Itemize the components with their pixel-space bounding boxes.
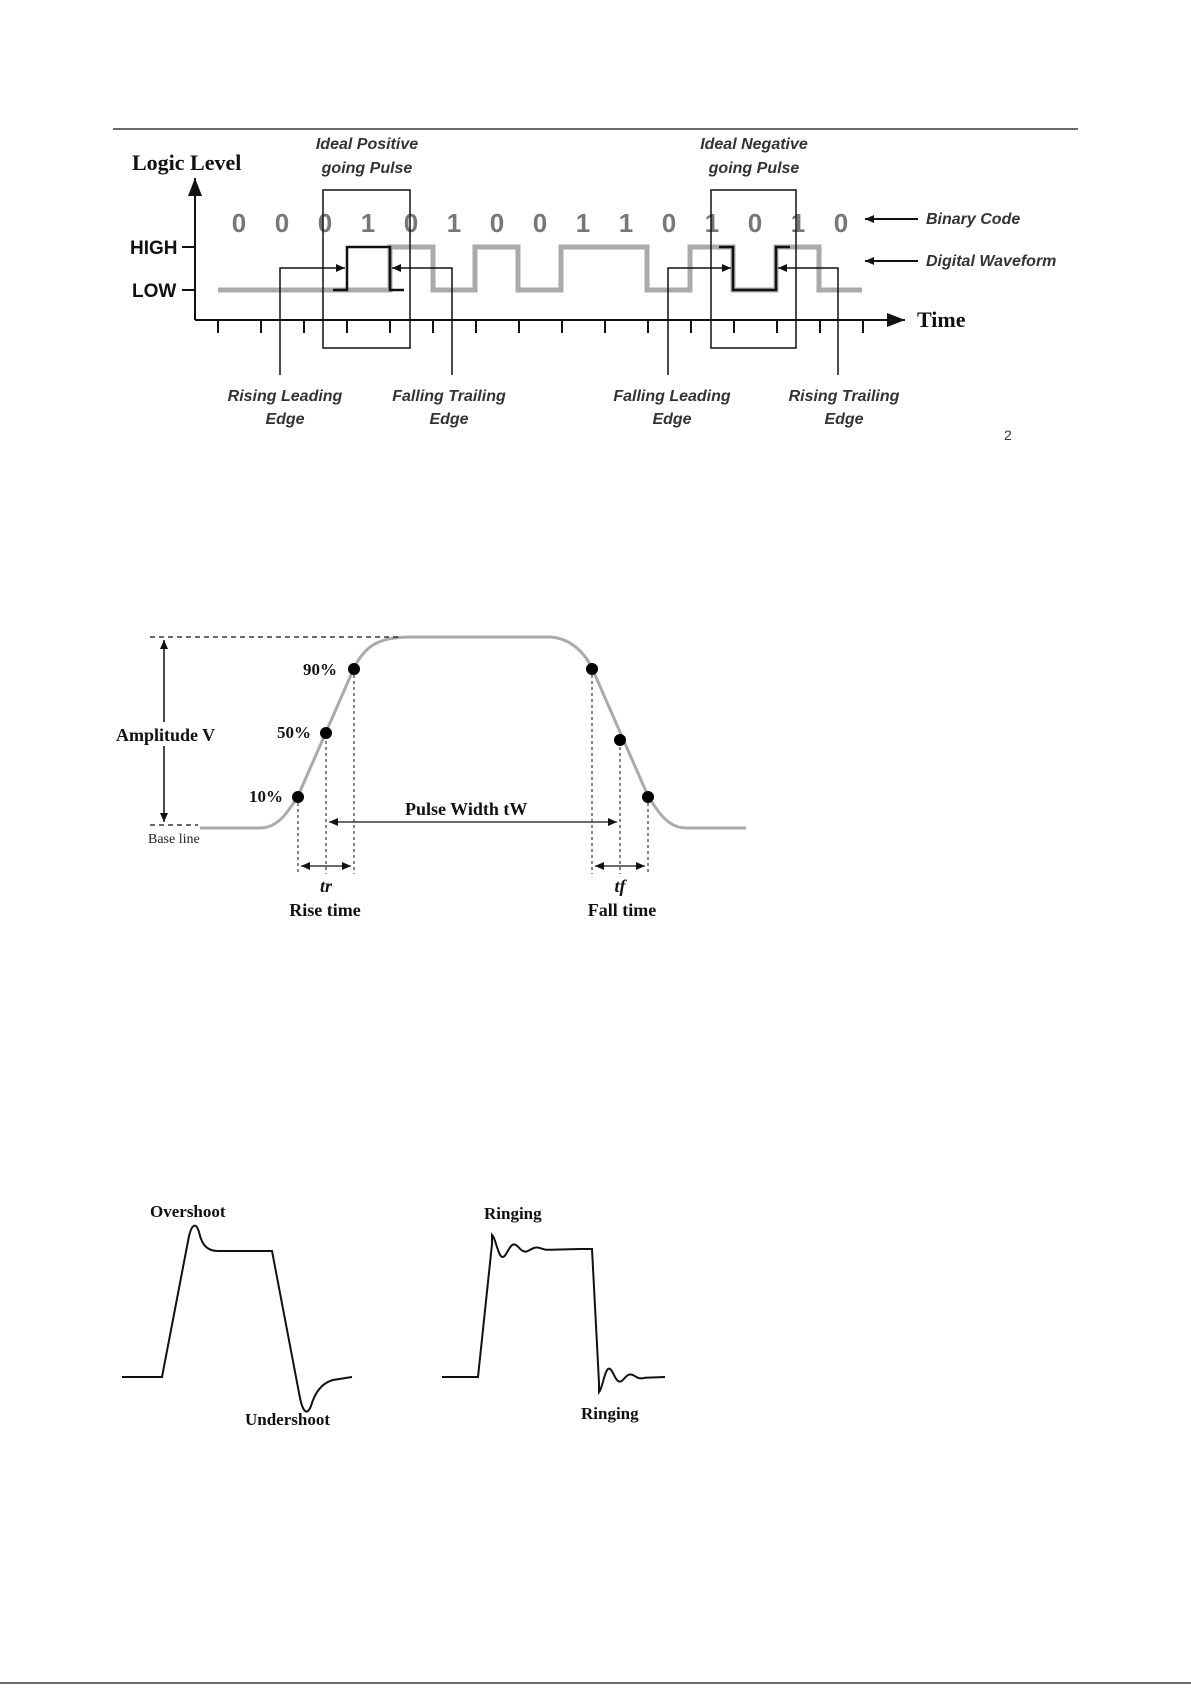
binary-bit: 0	[662, 208, 676, 238]
negative-pulse-label-1: Ideal Negative	[700, 136, 808, 153]
page-mark: 2	[1004, 427, 1012, 443]
point-10-fall	[642, 791, 654, 803]
negative-pulse-label-2: going Pulse	[708, 160, 800, 177]
rising-trailing-pointer	[778, 264, 839, 375]
rising-trailing-label-1: Rising Trailing	[789, 388, 900, 405]
falling-leading-label-2: Edge	[652, 411, 691, 428]
ideal-negative-pulse	[719, 245, 790, 292]
low-label: LOW	[132, 281, 176, 302]
positive-pulse-label-2: going Pulse	[321, 160, 413, 177]
ringing-top-label: Ringing	[484, 1204, 542, 1223]
ringing-bottom-label: Ringing	[581, 1404, 639, 1423]
binary-bit: 1	[447, 208, 461, 238]
point-90-rise	[348, 663, 360, 675]
overshoot-label: Overshoot	[150, 1202, 226, 1221]
pulse-waveform-line	[200, 635, 746, 830]
point-50-rise	[320, 727, 332, 739]
falling-leading-pointer	[667, 264, 731, 375]
label-10-percent: 10%	[249, 787, 283, 806]
binary-bit: 0	[404, 208, 418, 238]
positive-pulse-box	[322, 189, 411, 349]
time-ticks	[217, 320, 864, 333]
amplitude-label-bg	[112, 722, 234, 746]
digital-waveform-label: Digital Waveform	[926, 253, 1056, 270]
binary-bit: 1	[619, 208, 633, 238]
binary-bit: 1	[705, 208, 719, 238]
overshoot-ringing-figure: Overshoot Undershoot Ringing Ringing	[122, 1202, 666, 1429]
binary-bit: 0	[275, 208, 289, 238]
binary-bit: 0	[232, 208, 246, 238]
baseline-label: Base line	[148, 832, 200, 847]
negative-pulse-box	[710, 189, 797, 349]
falling-trailing-pointer	[392, 264, 453, 375]
ideal-positive-pulse	[333, 245, 404, 292]
falling-trailing-label-2: Edge	[429, 411, 468, 428]
positive-pulse-label-1: Ideal Positive	[316, 136, 418, 153]
undershoot-label: Undershoot	[245, 1410, 330, 1429]
point-90-fall	[586, 663, 598, 675]
logic-level-label: Logic Level	[132, 150, 241, 175]
pulse-width-label: Pulse Width tW	[405, 799, 527, 819]
falling-trailing-label-1: Falling Trailing	[392, 388, 506, 405]
binary-bit: 1	[361, 208, 375, 238]
binary-bit: 0	[318, 208, 332, 238]
tf-label: tf	[615, 876, 628, 896]
binary-bit: 0	[748, 208, 762, 238]
binary-bit: 1	[791, 208, 805, 238]
overshoot-waveform	[122, 1224, 353, 1413]
high-label: HIGH	[130, 238, 178, 259]
rising-leading-label-1: Rising Leading	[228, 388, 343, 405]
falling-leading-label-1: Falling Leading	[613, 388, 731, 405]
label-50-percent: 50%	[277, 723, 311, 742]
pulse-parameters-figure: Amplitude V Base line 90% 50% 10% Pulse …	[112, 635, 746, 920]
binary-bit: 0	[834, 208, 848, 238]
label-90-percent: 90%	[303, 660, 337, 679]
binary-bit: 0	[490, 208, 504, 238]
rising-trailing-label-2: Edge	[824, 411, 863, 428]
binary-code-label: Binary Code	[926, 211, 1020, 228]
binary-bit: 1	[576, 208, 590, 238]
ringing-waveform	[442, 1232, 666, 1396]
point-10-rise	[292, 791, 304, 803]
rise-time-label: Rise time	[289, 900, 360, 920]
amplitude-label: Amplitude V	[116, 725, 215, 745]
tr-label: tr	[320, 876, 333, 896]
binary-bit: 0	[533, 208, 547, 238]
point-50-fall	[614, 734, 626, 746]
time-label: Time	[917, 307, 966, 332]
rising-leading-pointer	[279, 264, 345, 375]
rising-leading-label-2: Edge	[265, 411, 304, 428]
fall-time-label: Fall time	[588, 900, 656, 920]
